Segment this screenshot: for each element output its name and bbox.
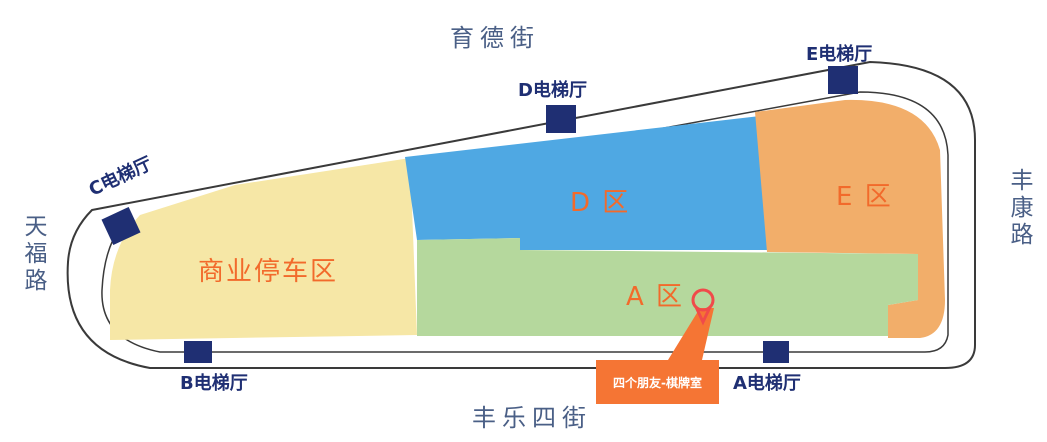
zone-label-a: A 区	[626, 282, 685, 312]
building-inner-outline	[101, 91, 949, 353]
elevator-block-b	[184, 341, 212, 363]
zone-label-d: D 区	[570, 188, 631, 218]
elevator-block-d	[546, 105, 576, 133]
zone-label-e: E 区	[836, 182, 893, 212]
building-outer-outline	[66, 60, 976, 369]
street-east: 丰康路	[1006, 168, 1032, 249]
elevator-block-c	[101, 206, 141, 246]
zone-a[interactable]	[417, 238, 918, 336]
street-north: 育德街	[450, 24, 540, 52]
marker-callout[interactable]: 四个朋友-棋牌室	[596, 360, 719, 404]
zone-e[interactable]	[755, 99, 945, 338]
elevator-label-e: E电梯厅	[806, 44, 873, 65]
location-pin-tail	[694, 306, 712, 326]
elevator-label-b: B电梯厅	[180, 373, 248, 394]
zone-parking[interactable]	[110, 158, 417, 340]
location-pin-icon[interactable]	[691, 288, 715, 312]
zone-label-parking: 商业停车区	[198, 257, 339, 287]
elevator-label-d: D电梯厅	[518, 80, 587, 101]
elevator-label-a: A电梯厅	[733, 373, 801, 394]
street-south: 丰乐四街	[472, 404, 592, 432]
elevator-block-e	[828, 66, 858, 94]
street-west: 天福路	[20, 214, 46, 295]
elevator-block-a	[763, 341, 789, 363]
zone-d[interactable]	[405, 116, 770, 250]
